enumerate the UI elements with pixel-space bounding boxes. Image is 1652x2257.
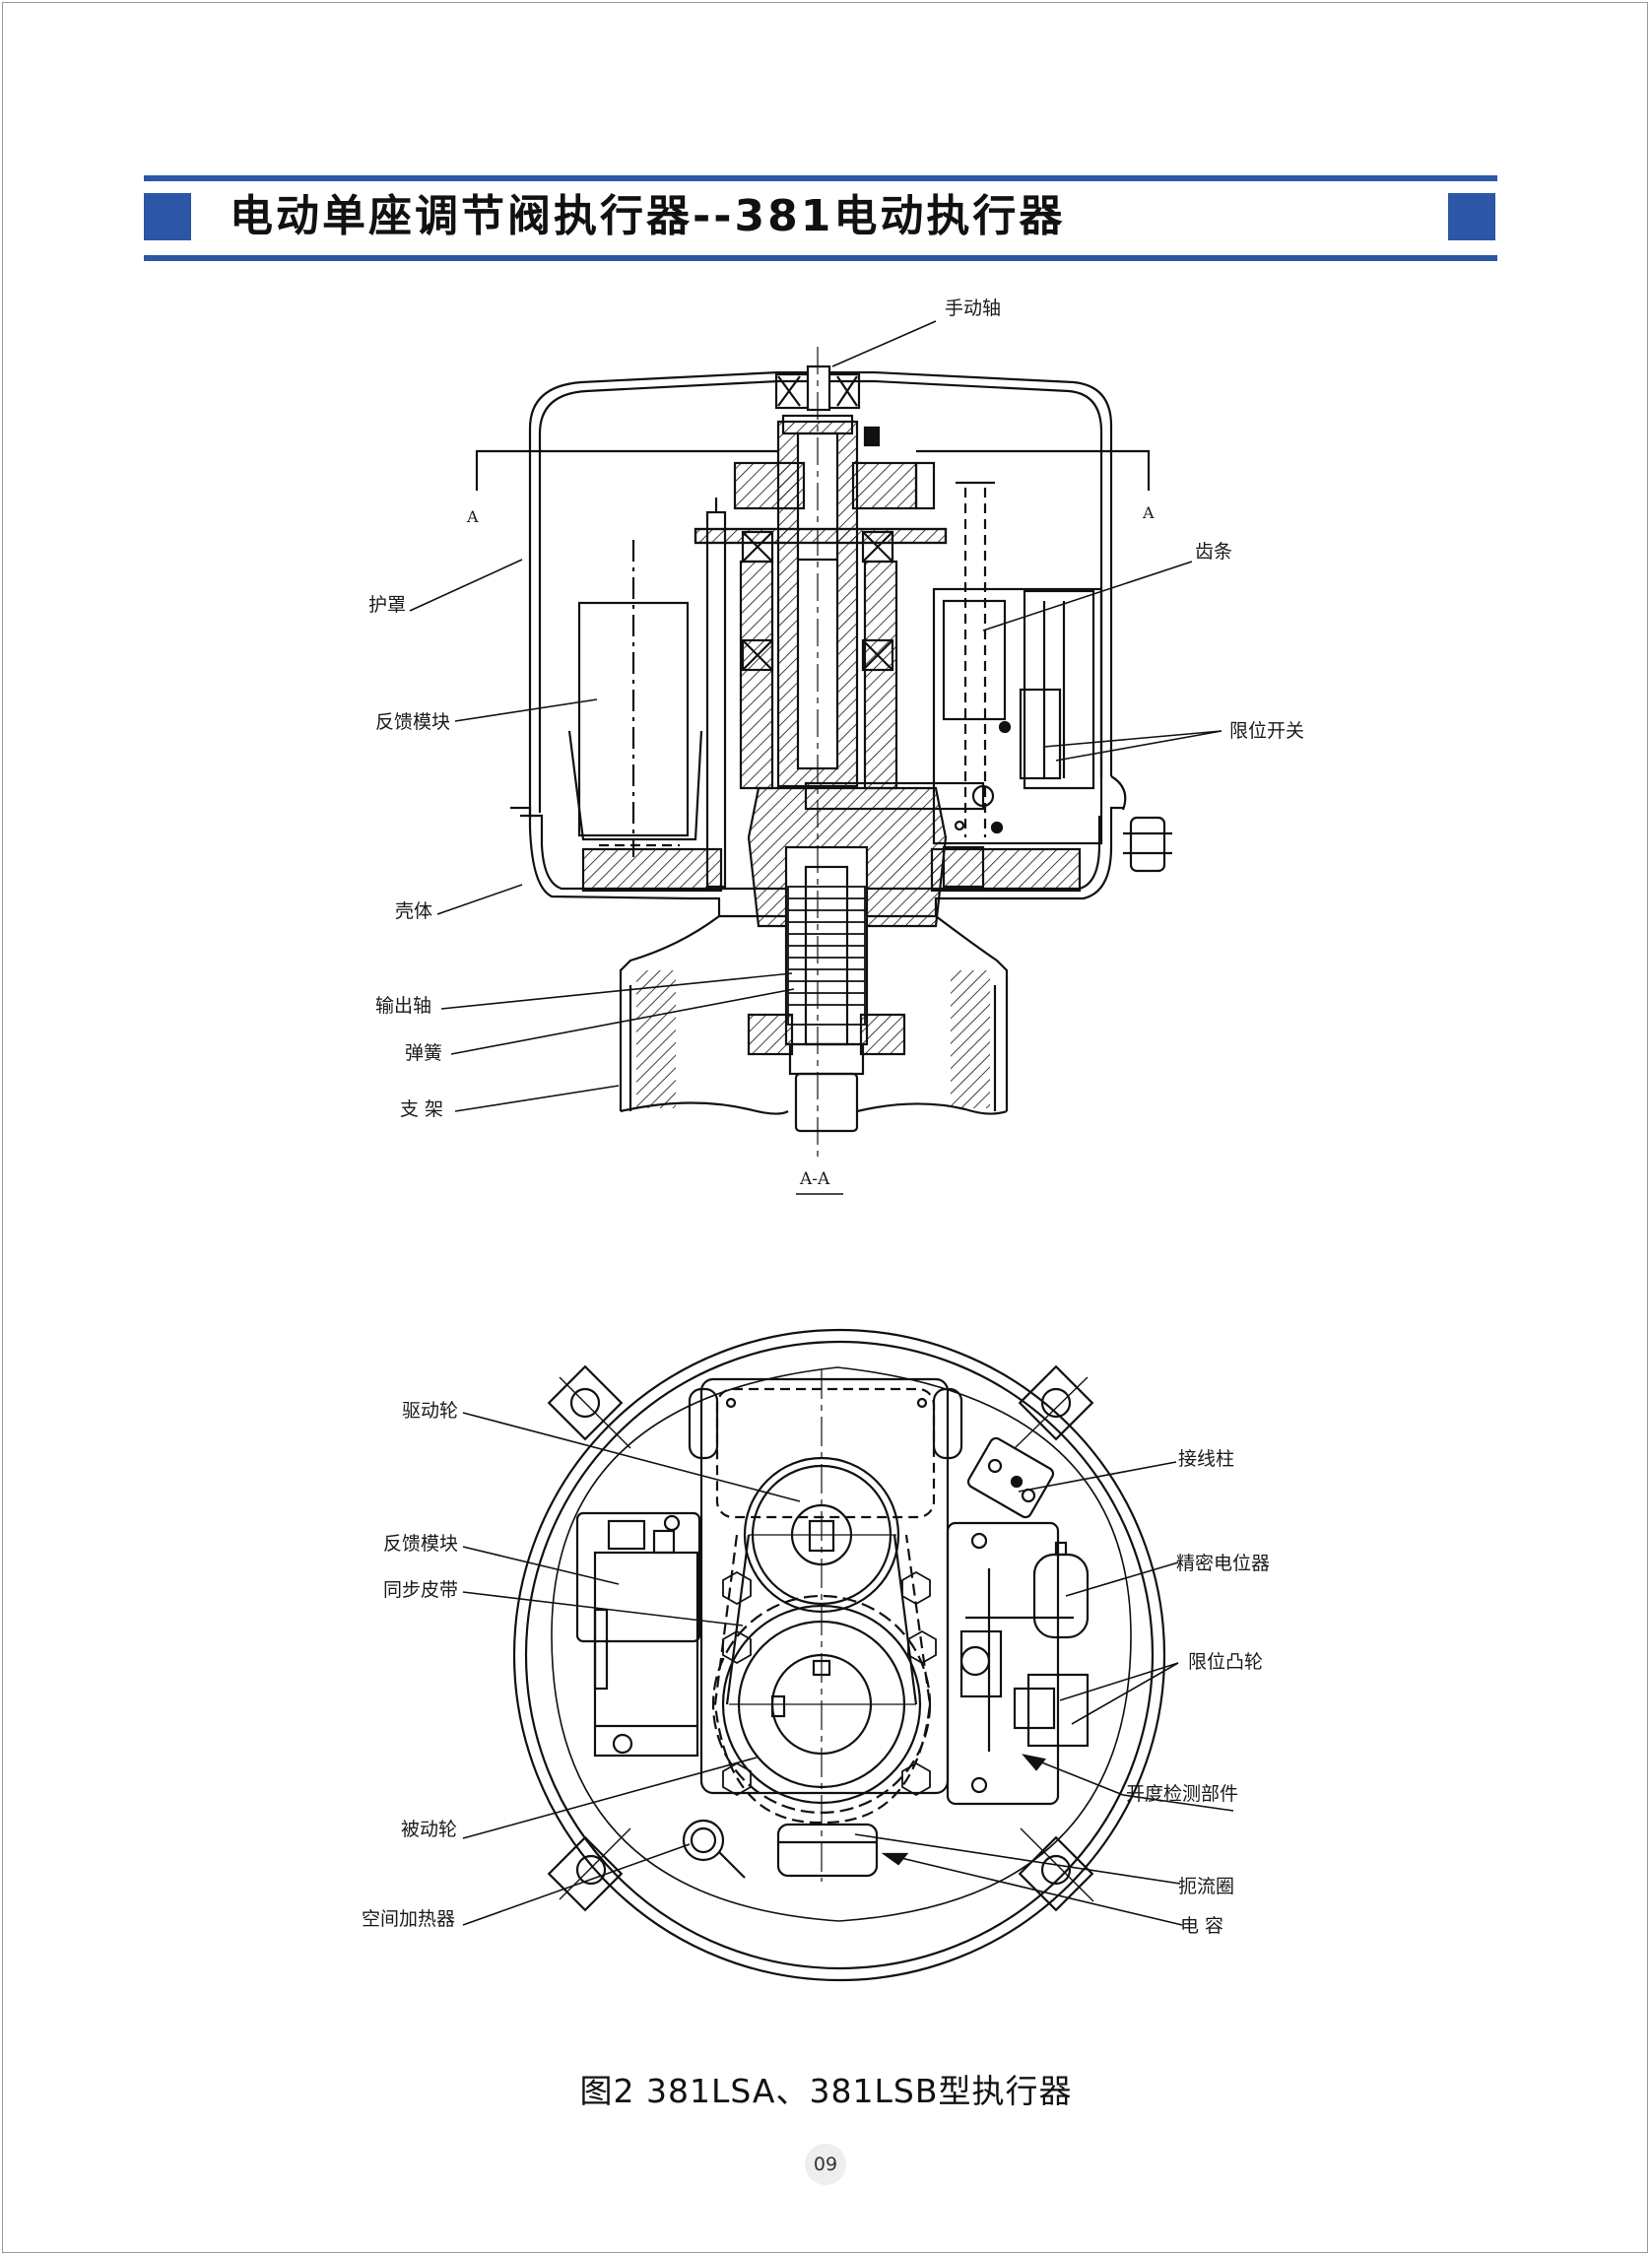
label-manual-shaft: 手动轴 bbox=[945, 298, 1002, 319]
label-limit-switch: 限位开关 bbox=[1229, 720, 1305, 742]
label-spring: 弹簧 bbox=[405, 1042, 443, 1064]
page-title: 电动单座调节阀执行器--381电动执行器 bbox=[230, 191, 1066, 241]
top-view-drawing bbox=[462, 1328, 1234, 1982]
figure-caption: 图2 381LSA、381LSB型执行器 bbox=[579, 2072, 1073, 2110]
label-capacitor: 电 容 bbox=[1180, 1915, 1224, 1937]
label-feedback-module-top: 反馈模块 bbox=[383, 1533, 459, 1555]
label-limit-cam: 限位凸轮 bbox=[1188, 1651, 1264, 1673]
label-bracket: 支 架 bbox=[400, 1098, 444, 1120]
header-block-left bbox=[144, 193, 191, 240]
label-feedback-module: 反馈模块 bbox=[375, 711, 451, 733]
label-sync-belt: 同步皮带 bbox=[383, 1579, 459, 1601]
label-housing: 壳体 bbox=[395, 900, 433, 922]
header-block-right bbox=[1448, 193, 1495, 240]
header-rule-top bbox=[144, 175, 1497, 181]
label-cover: 护罩 bbox=[368, 594, 407, 616]
label-opening-detect: 开度检测部件 bbox=[1126, 1783, 1239, 1805]
mark-a-right: A bbox=[1143, 503, 1155, 522]
section-caption: A-A bbox=[800, 1169, 830, 1189]
label-driven-wheel: 被动轮 bbox=[401, 1819, 458, 1840]
page-number: 09 bbox=[805, 2144, 846, 2185]
label-space-heater: 空间加热器 bbox=[362, 1908, 456, 1930]
mark-a-left: A bbox=[467, 507, 479, 526]
section-view-drawing bbox=[409, 320, 1222, 1195]
header-rule-bottom bbox=[144, 255, 1497, 261]
label-precision-pot: 精密电位器 bbox=[1176, 1553, 1271, 1574]
label-choke-coil: 扼流圈 bbox=[1178, 1876, 1235, 1897]
label-drive-wheel: 驱动轮 bbox=[402, 1400, 459, 1422]
label-terminal: 接线柱 bbox=[1178, 1448, 1235, 1470]
label-output-shaft: 输出轴 bbox=[375, 995, 432, 1017]
label-rack: 齿条 bbox=[1195, 541, 1233, 563]
